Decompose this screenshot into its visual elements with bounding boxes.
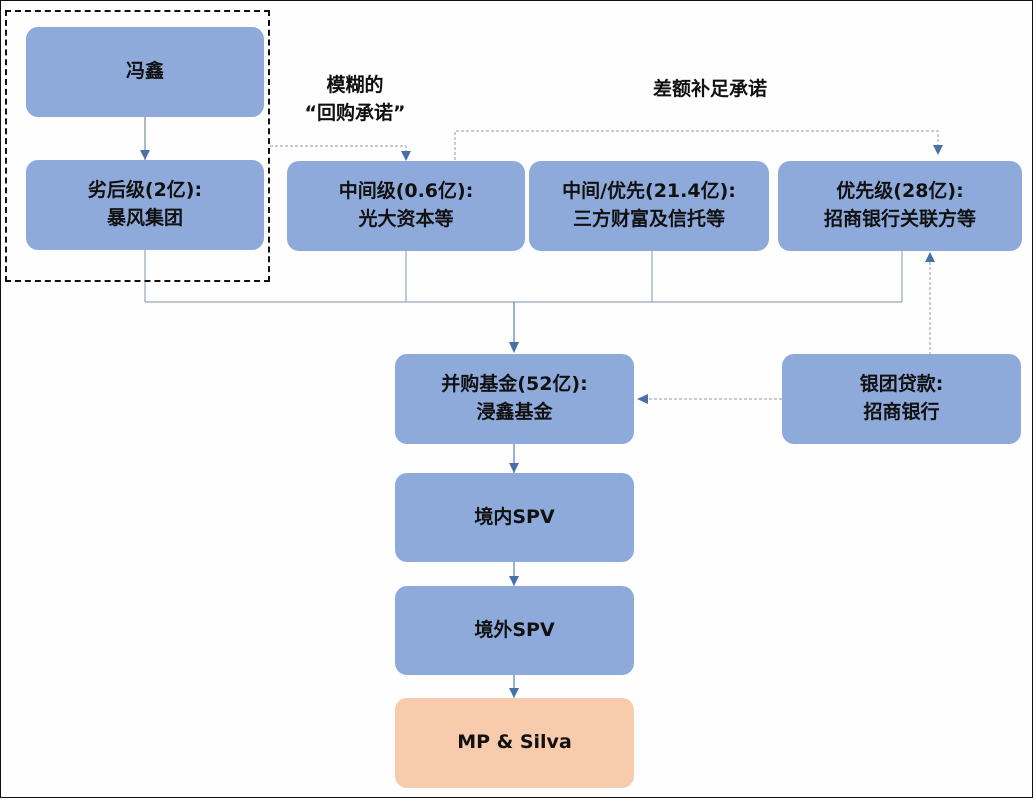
node-offshore-line-1: 境外SPV <box>474 618 555 641</box>
node-fund-line-2: 浸鑫基金 <box>476 401 553 423</box>
arrow-offshore-target <box>509 688 519 698</box>
node-senior-tranche: 优先级(28亿): 招商银行关联方等 <box>778 161 1022 251</box>
arrow-bus-fund <box>509 342 519 353</box>
arrow-fengxin-junior <box>140 150 150 160</box>
node-mezzanine-tranche: 中间级(0.6亿): 光大资本等 <box>287 161 525 251</box>
node-onshore-spv: 境内SPV <box>395 473 634 562</box>
node-loan-line-2: 招商银行 <box>863 401 940 423</box>
node-ma-fund: 并购基金(52亿): 浸鑫基金 <box>395 354 634 444</box>
node-target-line-1: MP & Silva <box>457 731 572 754</box>
arrow-shortfall <box>933 145 943 155</box>
node-junior-tranche: 劣后级(2亿): 暴风集团 <box>26 160 264 250</box>
arrow-fund-onshore <box>509 463 519 473</box>
annotation-buyback-line-2: “回购承诺” <box>304 101 406 124</box>
node-senior-line-2: 招商银行关联方等 <box>823 208 976 230</box>
node-mid-senior-line-2: 三方财富及信托等 <box>572 208 725 230</box>
node-mezzanine-line-1: 中间级(0.6亿): <box>338 180 474 203</box>
node-target-mp-silva: MP & Silva <box>395 698 634 788</box>
node-onshore-line-1: 境内SPV <box>474 505 555 528</box>
node-offshore-spv: 境外SPV <box>395 586 634 675</box>
node-mid-senior-line-1: 中间/优先(21.4亿): <box>562 180 736 203</box>
node-fund-line-1: 并购基金(52亿): <box>441 373 588 396</box>
node-fengxin: 冯鑫 <box>26 27 264 117</box>
annotation-shortfall: 差额补足承诺 <box>610 76 810 104</box>
annotation-shortfall-line-1: 差额补足承诺 <box>652 78 767 100</box>
link-shortfall <box>454 130 939 160</box>
arrow-buyback <box>401 151 411 161</box>
node-fengxin-line-1: 冯鑫 <box>125 60 164 83</box>
annotation-buyback-line-1: 模糊的 <box>326 74 384 96</box>
node-mid-senior-tranche: 中间/优先(21.4亿): 三方财富及信托等 <box>529 161 769 251</box>
controller-group-border <box>5 10 270 282</box>
link-buyback <box>270 145 407 152</box>
node-loan-line-1: 银团贷款: <box>859 373 944 396</box>
arrow-loan-senior <box>925 252 935 262</box>
node-junior-line-2: 暴风集团 <box>106 207 183 229</box>
annotation-buyback: 模糊的 “回购承诺” <box>280 72 430 127</box>
node-mezzanine-line-2: 光大资本等 <box>358 208 454 230</box>
node-senior-line-1: 优先级(28亿): <box>836 180 964 203</box>
node-syndicated-loan: 银团贷款: 招商银行 <box>782 354 1021 444</box>
node-junior-line-1: 劣后级(2亿): <box>87 179 203 202</box>
arrow-onshore-offshore <box>509 576 519 586</box>
arrow-loan-fund <box>637 394 648 404</box>
